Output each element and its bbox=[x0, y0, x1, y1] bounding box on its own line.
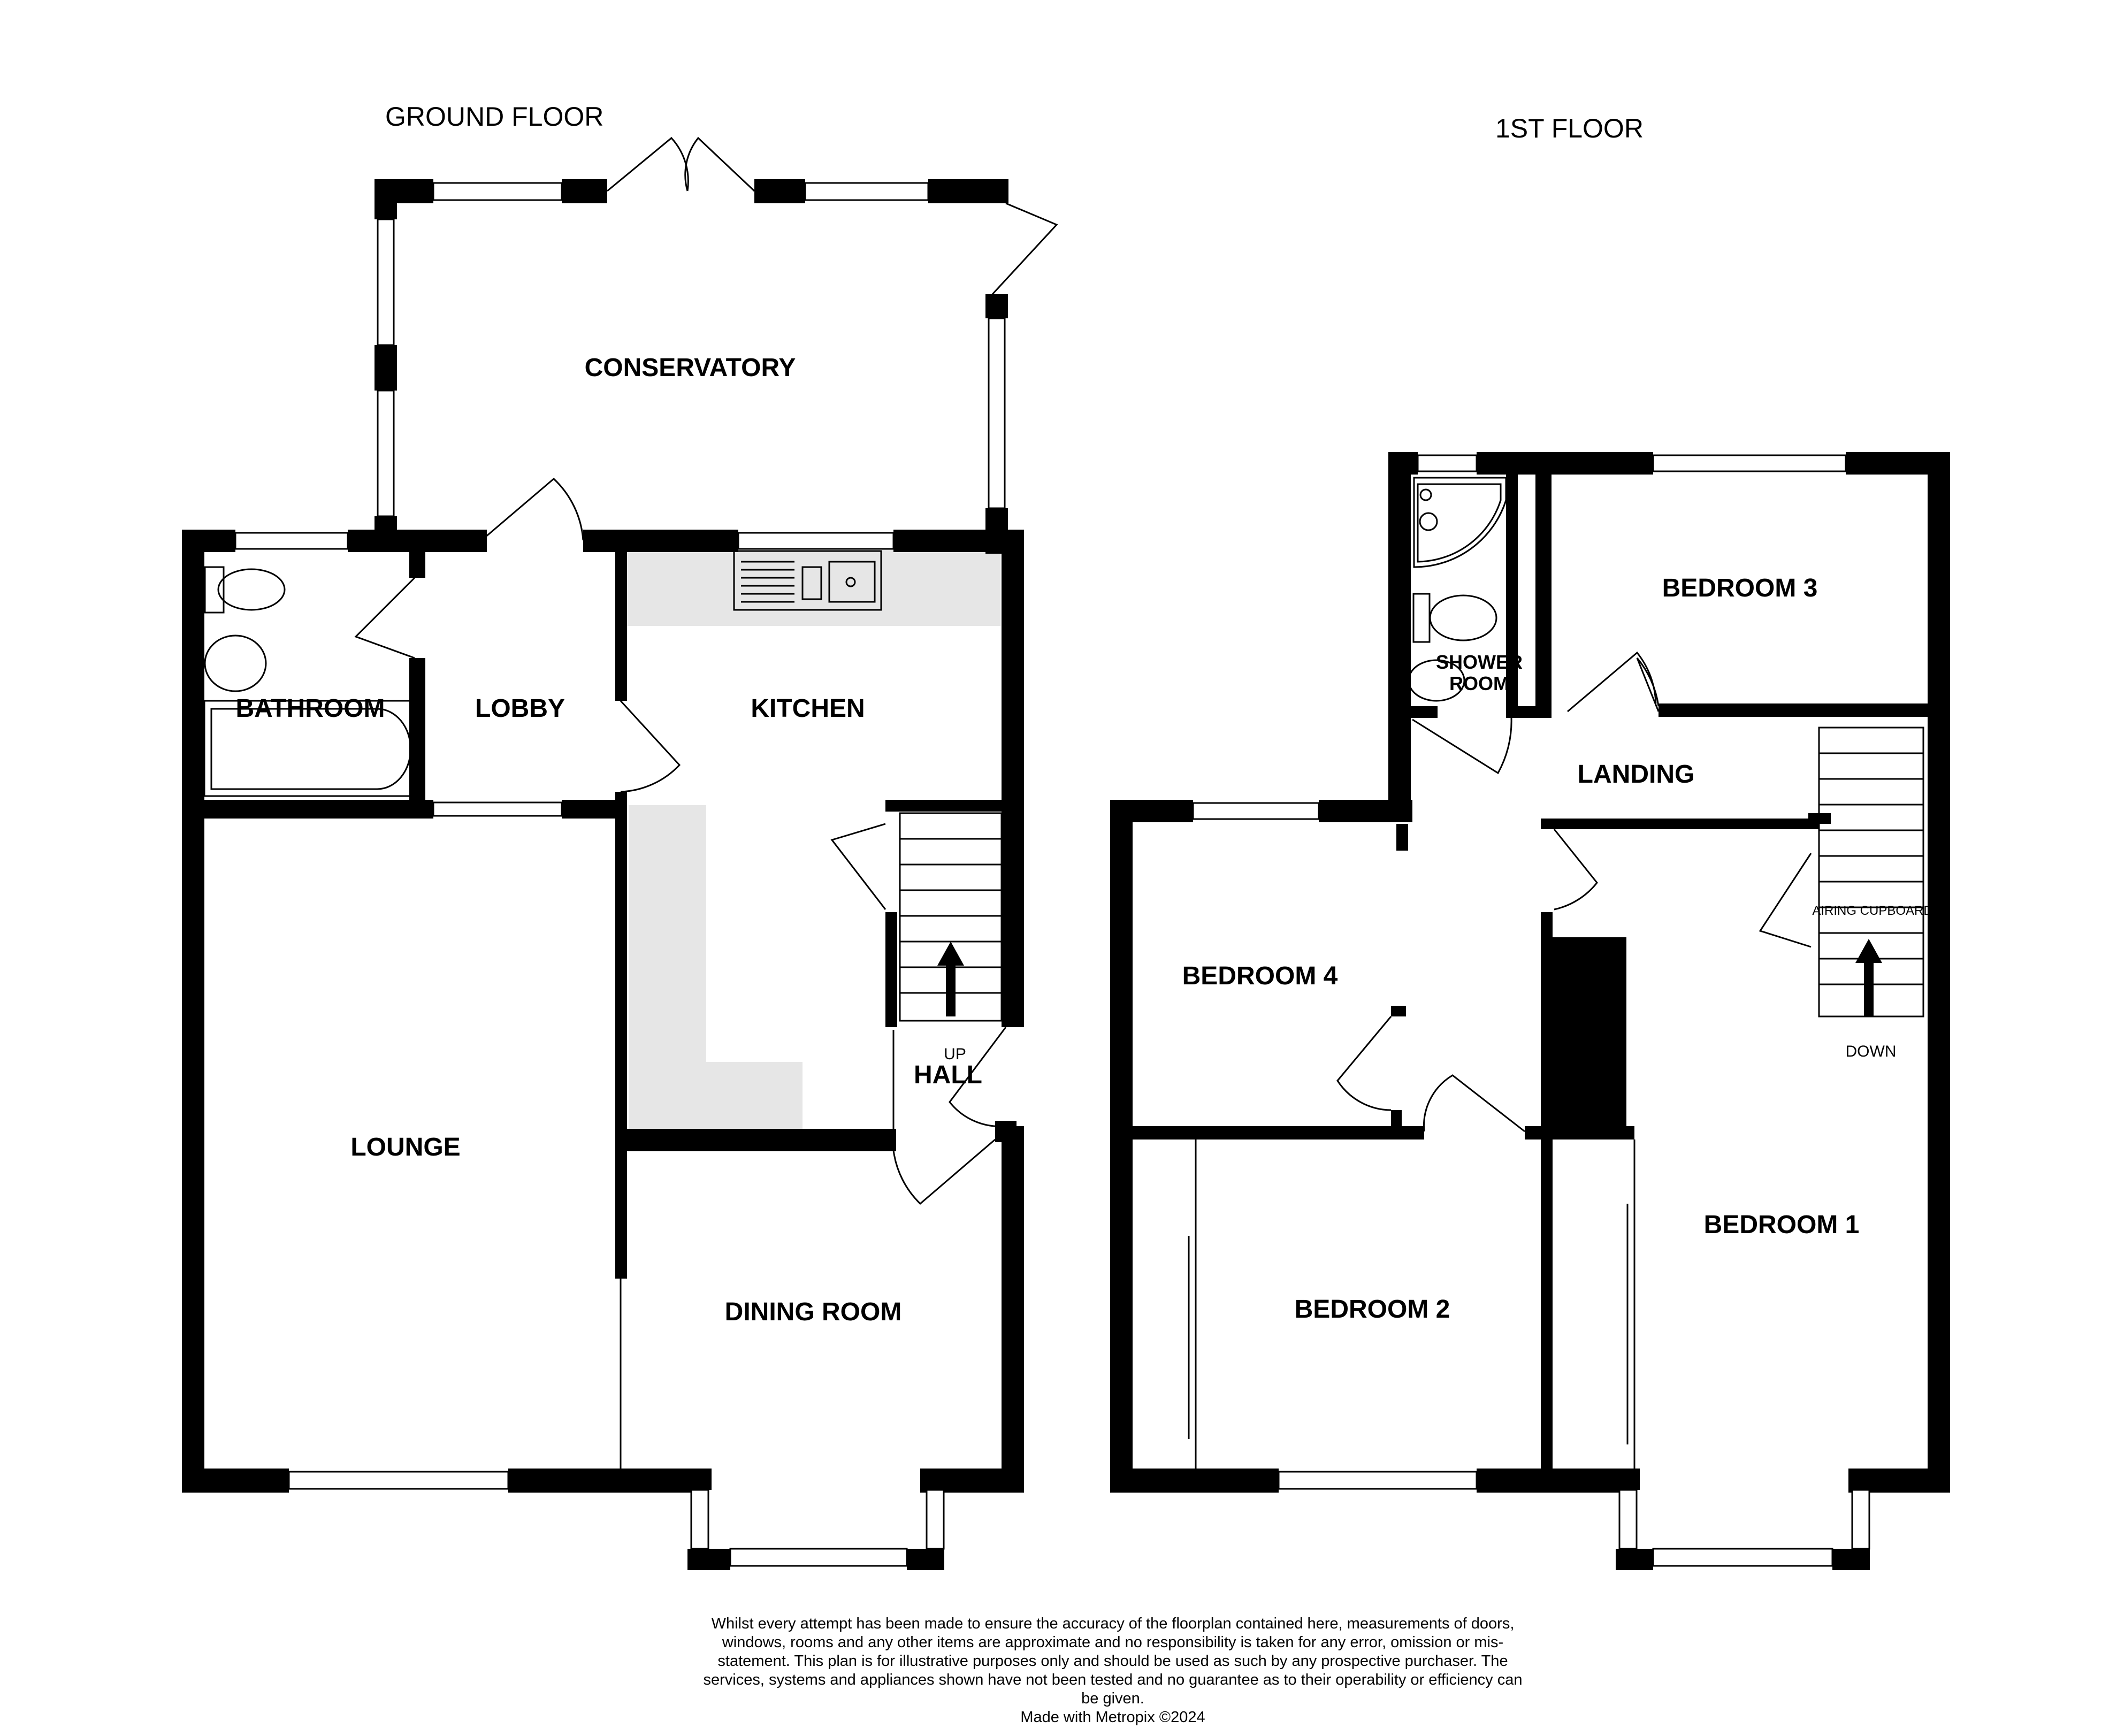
lobby-door bbox=[481, 477, 584, 541]
stair-label-up: UP bbox=[944, 1045, 966, 1063]
hall-dining-door bbox=[892, 1138, 996, 1205]
kitchen-door bbox=[620, 700, 681, 793]
ground-staircase bbox=[899, 812, 1003, 1022]
front-door bbox=[949, 1027, 1007, 1127]
kitchen-worktop bbox=[626, 546, 1000, 626]
understairs-door bbox=[830, 823, 886, 910]
room-label-hall: HALL bbox=[914, 1061, 982, 1089]
room-label-bedroom-2: BEDROOM 2 bbox=[1295, 1295, 1450, 1324]
disclaimer-block: Whilst every attempt has been made to en… bbox=[696, 1615, 1530, 1727]
french-door-left bbox=[607, 136, 689, 192]
room-label-bedroom-4: BEDROOM 4 bbox=[1182, 962, 1338, 990]
ground-floor-title: GROUND FLOOR bbox=[385, 102, 603, 132]
room-label-bedroom-1: BEDROOM 1 bbox=[1704, 1211, 1860, 1239]
conservatory-side-door bbox=[991, 202, 1058, 295]
bedroom-3-door bbox=[1567, 651, 1657, 713]
room-label-conservatory: CONSERVATORY bbox=[585, 354, 796, 382]
stair-label-down: DOWN bbox=[1846, 1043, 1897, 1060]
room-label-landing: LANDING bbox=[1578, 760, 1695, 789]
room-label-bathroom: BATHROOM bbox=[235, 694, 385, 723]
bathroom-door bbox=[354, 577, 416, 659]
bedroom-1-door bbox=[1553, 829, 1598, 911]
shower-room-door bbox=[1412, 717, 1512, 775]
first-floor-walls bbox=[1110, 452, 1950, 1570]
bedroom-2-door bbox=[1423, 1074, 1525, 1133]
airing-cupboard-door bbox=[1759, 853, 1812, 948]
shower-room-fixtures bbox=[1408, 477, 1507, 702]
bedroom-4-door bbox=[1336, 1016, 1392, 1111]
room-label-lobby: LOBBY bbox=[475, 694, 565, 723]
bathroom-fixtures bbox=[203, 566, 415, 797]
ground-floor-walls bbox=[182, 530, 1024, 1570]
first-floor-title: 1ST FLOOR bbox=[1495, 113, 1644, 143]
kitchen-worktop-lshape bbox=[629, 805, 803, 1134]
room-label-bedroom-3: BEDROOM 3 bbox=[1662, 574, 1818, 602]
room-label-kitchen: KITCHEN bbox=[751, 694, 865, 723]
french-door-right bbox=[684, 136, 755, 192]
room-label-shower-room-line1: SHOWER bbox=[1436, 651, 1523, 673]
first-staircase bbox=[1818, 726, 1924, 1018]
room-label-lounge: LOUNGE bbox=[350, 1133, 460, 1161]
bedroom-3-door-frame bbox=[1636, 657, 1660, 712]
ground-floor-plan: GROUND FLOOR bbox=[182, 102, 1058, 1570]
room-label-dining-room: DINING ROOM bbox=[725, 1298, 902, 1326]
room-label-airing-cupboard: AIRING CUPBOARD bbox=[1812, 904, 1932, 918]
room-label-shower-room-line2: ROOM bbox=[1449, 672, 1509, 694]
credit-text: Made with Metropix ©2024 bbox=[1020, 1709, 1205, 1726]
disclaimer-text: Whilst every attempt has been made to en… bbox=[703, 1615, 1523, 1707]
first-floor-plan: 1ST FLOOR bbox=[1110, 113, 1950, 1570]
kitchen-sink bbox=[733, 550, 882, 611]
